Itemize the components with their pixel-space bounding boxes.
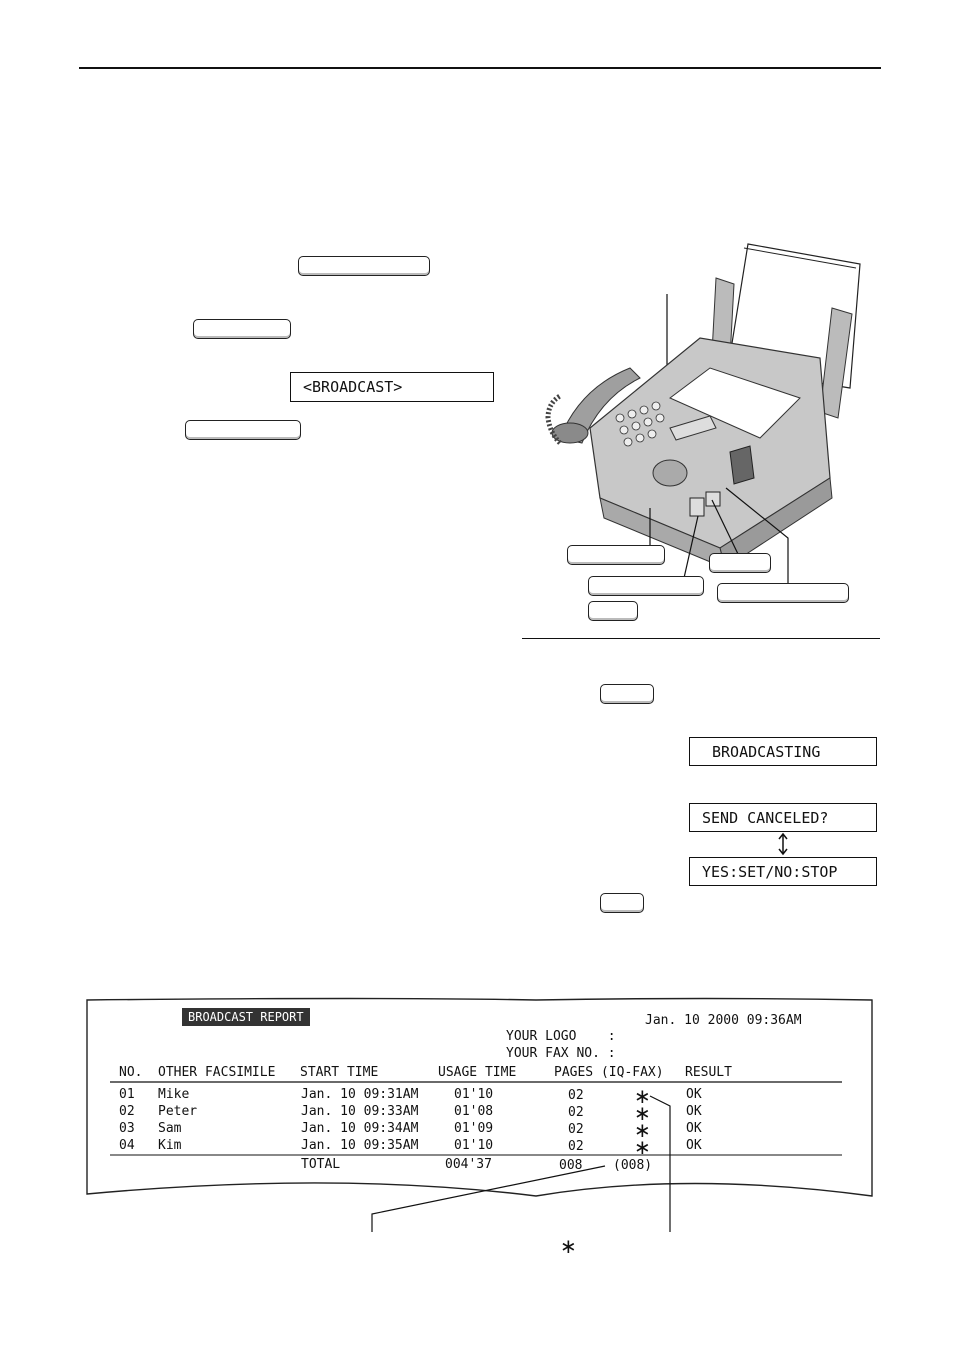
row-usage: 01'08 (454, 1104, 494, 1119)
row-iq-star: ∗ (634, 1118, 651, 1142)
lcd-send-canceled-text: SEND CANCELED? (702, 808, 829, 827)
fax-key-callout-5[interactable] (588, 601, 638, 621)
row-name: Mike (158, 1087, 190, 1102)
key-button-3[interactable] (185, 420, 301, 440)
fax-machine-illustration (545, 243, 861, 584)
row-iq-star: ∗ (634, 1084, 651, 1108)
lcd-broadcasting-text: BROADCASTING (712, 742, 821, 761)
alternating-arrow-icon (778, 832, 788, 856)
header-pages: PAGES (IQ-FAX) (554, 1065, 664, 1080)
row-name: Kim (158, 1138, 182, 1153)
row-usage: 01'09 (454, 1121, 494, 1136)
row-no: 04 (119, 1138, 135, 1153)
fax-key-callout-3[interactable] (588, 576, 704, 596)
row-no: 02 (119, 1104, 135, 1119)
lcd-send-canceled: SEND CANCELED? (689, 803, 877, 832)
key-button-1[interactable] (298, 256, 430, 276)
row-no: 01 (119, 1087, 135, 1102)
lcd-broadcast-menu: <BROADCAST> (290, 372, 494, 402)
row-name: Peter (158, 1104, 198, 1119)
broadcast-report: BROADCAST REPORT Jan. 10 2000 09:36AM YO… (86, 996, 874, 1232)
header-other-facsimile: OTHER FACSIMILE (158, 1065, 276, 1080)
row-result: OK (686, 1121, 702, 1136)
fax-key-callout-2[interactable] (709, 553, 771, 573)
set-key[interactable] (600, 893, 644, 913)
row-pages: 02 (568, 1122, 584, 1137)
row-start: Jan. 10 09:35AM (301, 1138, 419, 1153)
fax-key-callout-4[interactable] (717, 583, 849, 603)
row-iq-star: ∗ (634, 1101, 651, 1125)
top-rule (79, 67, 881, 69)
report-title: BROADCAST REPORT (182, 1008, 310, 1026)
report-callout-lines (371, 1095, 671, 1232)
row-pages: 02 (568, 1139, 584, 1154)
lcd-broadcast-menu-text: <BROADCAST> (303, 378, 403, 396)
fax-key-callout-1[interactable] (567, 545, 665, 565)
report-your-fax: YOUR FAX NO. : (506, 1046, 616, 1061)
total-pages: 008 (559, 1158, 583, 1173)
report-date: Jan. 10 2000 09:36AM (645, 1013, 802, 1028)
row-result: OK (686, 1138, 702, 1153)
key-button-2[interactable] (193, 319, 291, 339)
header-no: NO. (119, 1065, 143, 1080)
row-result: OK (686, 1104, 702, 1119)
total-label: TOTAL (301, 1157, 341, 1172)
section-divider (522, 638, 880, 639)
row-iq-star: ∗ (634, 1135, 651, 1159)
report-your-logo: YOUR LOGO : (506, 1029, 616, 1044)
row-result: OK (686, 1087, 702, 1102)
report-paper-outline (86, 997, 873, 1197)
row-pages: 02 (568, 1105, 584, 1120)
lcd-broadcasting: BROADCASTING (689, 737, 877, 766)
row-pages: 02 (568, 1088, 584, 1103)
row-no: 03 (119, 1121, 135, 1136)
footnote-star: ∗ (560, 1234, 577, 1258)
header-usage-time: USAGE TIME (438, 1065, 517, 1080)
lcd-yes-set-no-stop-text: YES:SET/NO:STOP (702, 862, 838, 881)
row-start: Jan. 10 09:33AM (301, 1104, 419, 1119)
lcd-yes-set-no-stop: YES:SET/NO:STOP (689, 857, 877, 886)
stop-key[interactable] (600, 684, 654, 704)
row-start: Jan. 10 09:31AM (301, 1087, 419, 1102)
row-name: Sam (158, 1121, 182, 1136)
total-iq-pages: (008) (613, 1158, 653, 1173)
total-usage: 004'37 (445, 1157, 492, 1172)
header-result: RESULT (685, 1065, 732, 1080)
row-usage: 01'10 (454, 1087, 494, 1102)
header-start-time: START TIME (300, 1065, 379, 1080)
row-start: Jan. 10 09:34AM (301, 1121, 419, 1136)
row-usage: 01'10 (454, 1138, 494, 1153)
